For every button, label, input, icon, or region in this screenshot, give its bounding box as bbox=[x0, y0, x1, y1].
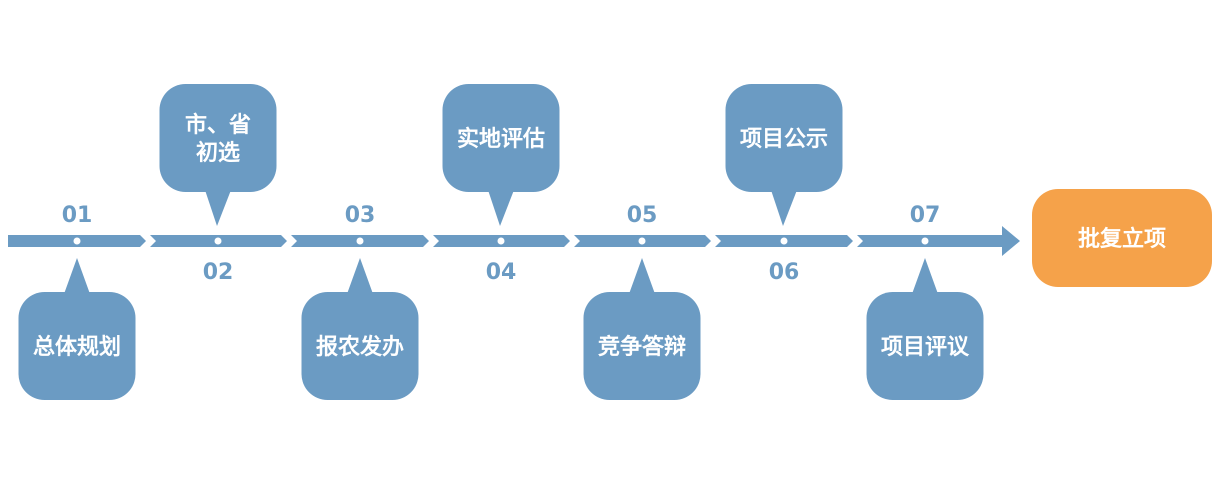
step-number-02: 02 bbox=[203, 260, 234, 285]
step-bubble-box bbox=[442, 84, 560, 192]
timeline-segment-07 bbox=[857, 226, 1020, 256]
step-bubble-pointer bbox=[488, 190, 514, 226]
timeline-dots bbox=[73, 237, 929, 245]
timeline-dot-03 bbox=[356, 237, 364, 245]
timeline-dot-07 bbox=[921, 237, 929, 245]
timeline-dot-06 bbox=[780, 237, 788, 245]
step-numbers: 01 02 03 04 05 06 07 bbox=[62, 203, 941, 285]
final-step: 批复立项 bbox=[1032, 189, 1212, 287]
step-bubble-box bbox=[725, 84, 843, 192]
step-label-07-line-1: 项目评议 bbox=[881, 335, 970, 360]
step-label-06-line-1: 项目公示 bbox=[740, 127, 828, 152]
step-bubble-pointer bbox=[64, 258, 90, 294]
step-bubble-01: 总体规划 bbox=[18, 258, 136, 400]
step-bubble-07: 项目评议 bbox=[866, 258, 984, 400]
step-number-01: 01 bbox=[62, 203, 93, 228]
step-bubble-04: 实地评估 bbox=[442, 84, 560, 226]
step-label-04-line-1: 实地评估 bbox=[457, 126, 545, 152]
step-bubble-box bbox=[583, 292, 701, 400]
step-bubble-pointer bbox=[771, 190, 797, 226]
step-bubble-06: 项目公示 bbox=[725, 84, 843, 226]
timeline-dot-04 bbox=[497, 237, 505, 245]
step-label-01-line-1: 总体规划 bbox=[33, 334, 121, 360]
step-label-02-line-1: 市、省 bbox=[185, 112, 251, 138]
step-bubble-02: 市、省初选 bbox=[159, 84, 277, 226]
step-number-07: 07 bbox=[910, 203, 941, 228]
final-step-box bbox=[1032, 189, 1212, 287]
timeline-dot-01 bbox=[73, 237, 81, 245]
timeline-arrows bbox=[8, 226, 1020, 256]
step-bubble-pointer bbox=[912, 258, 938, 294]
step-bubble-pointer bbox=[205, 190, 231, 226]
step-bubble-box bbox=[301, 292, 419, 400]
step-number-05: 05 bbox=[627, 203, 658, 228]
timeline-dot-05 bbox=[638, 237, 646, 245]
step-number-03: 03 bbox=[345, 203, 376, 228]
step-bubble-pointer bbox=[629, 258, 655, 294]
step-label-03-line-1: 报农发办 bbox=[316, 334, 404, 360]
step-bubble-box bbox=[18, 292, 136, 400]
step-number-06: 06 bbox=[769, 260, 800, 285]
final-step-label: 批复立项 bbox=[1078, 226, 1166, 252]
timeline-dot-02 bbox=[214, 237, 222, 245]
step-label-05-line-1: 竞争答辩 bbox=[598, 334, 686, 360]
step-bubble-pointer bbox=[347, 258, 373, 294]
step-bubble-03: 报农发办 bbox=[301, 258, 419, 400]
step-bubble-box bbox=[159, 84, 277, 192]
step-bubble-05: 竞争答辩 bbox=[583, 258, 701, 400]
step-label-02-line-2: 初选 bbox=[196, 140, 240, 166]
step-bubble-box bbox=[866, 292, 984, 400]
step-number-04: 04 bbox=[486, 260, 517, 285]
